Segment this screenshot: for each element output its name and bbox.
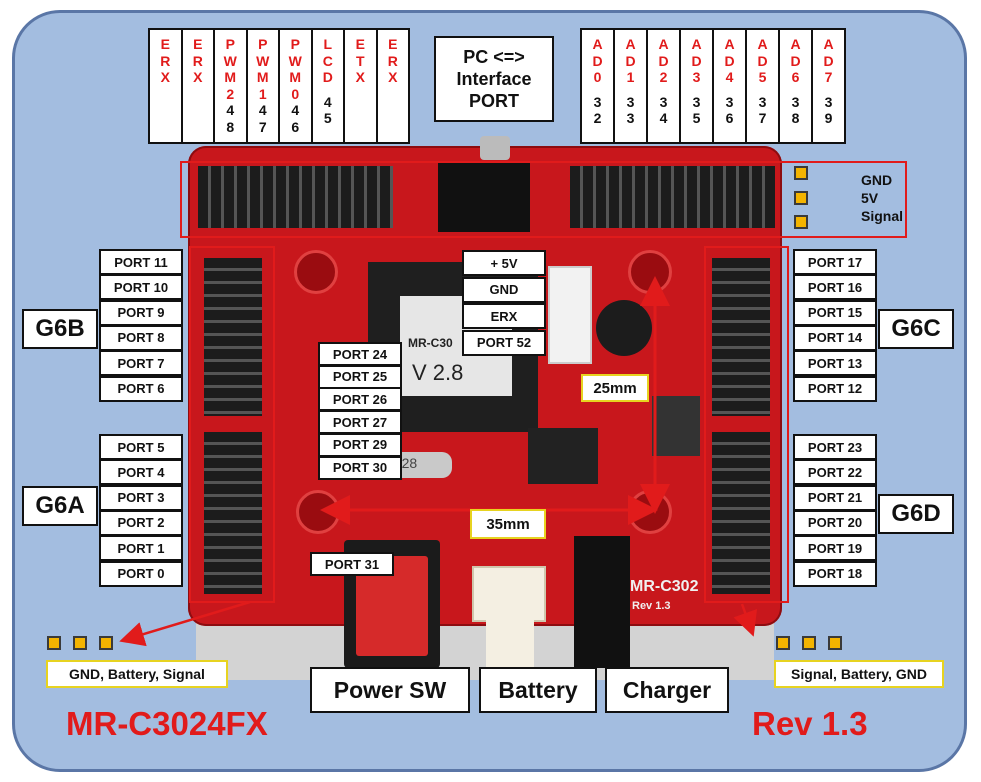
- battery-label: Battery: [479, 667, 597, 713]
- arrow-to-left-legend: [124, 602, 250, 640]
- power-sw-label: Power SW: [310, 667, 470, 713]
- charger-label: Charger: [605, 667, 729, 713]
- br-pin-2: [802, 636, 816, 650]
- bl-pin-1: [47, 636, 61, 650]
- bl-pin-2: [73, 636, 87, 650]
- dim-35mm-label: 35mm: [470, 509, 546, 539]
- bottom-left-pin-legend: GND, Battery, Signal: [46, 660, 228, 688]
- br-pin-3: [828, 636, 842, 650]
- bottom-right-pin-legend: Signal, Battery, GND: [774, 660, 944, 688]
- model-name: MR-C3024FX: [66, 705, 268, 743]
- br-pin-1: [776, 636, 790, 650]
- dim-25mm-label: 25mm: [581, 374, 649, 402]
- arrow-to-right-legend: [742, 604, 752, 632]
- revision-label: Rev 1.3: [752, 705, 868, 743]
- bl-pin-3: [99, 636, 113, 650]
